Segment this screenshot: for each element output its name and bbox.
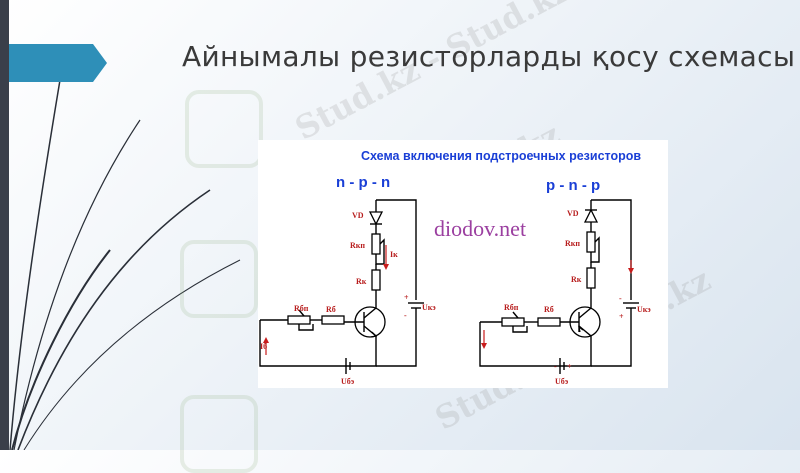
pnp-minus-be: - bbox=[554, 362, 557, 371]
title-tab-arrow bbox=[93, 44, 107, 82]
npn-rk-label: Rк bbox=[356, 277, 367, 286]
pnp-rb-label: Rб bbox=[544, 305, 554, 314]
pnp-label: p - n - p bbox=[546, 177, 600, 194]
diagram-title: Схема включения подстроечных резисторов bbox=[361, 149, 641, 163]
watermark-logo bbox=[180, 395, 258, 473]
pnp-rbp-label: Rбп bbox=[504, 303, 519, 312]
pnp-circuit: VD Rкп Rк Rбп Rб Uкэ Uбэ - + - + bbox=[479, 199, 651, 386]
npn-minus: - bbox=[404, 311, 407, 320]
npn-rbp-label: Rбп bbox=[294, 304, 309, 313]
npn-ik-label: Iк bbox=[390, 250, 398, 259]
npn-ube-label: Uбэ bbox=[341, 377, 355, 386]
npn-uke-label: Uкэ bbox=[422, 303, 436, 312]
pnp-rkp-label: Rкп bbox=[565, 239, 580, 248]
site-label: diodov.net bbox=[434, 216, 526, 241]
npn-plus: + bbox=[404, 293, 409, 302]
npn-ib-label: Iб bbox=[260, 342, 267, 351]
npn-rb-label: Rб bbox=[326, 305, 336, 314]
npn-label: n - p - n bbox=[336, 174, 390, 191]
npn-rkp-label: Rкп bbox=[350, 241, 365, 250]
pnp-plus: + bbox=[619, 312, 624, 321]
pnp-ube-label: Uбэ bbox=[555, 377, 569, 386]
npn-circuit: VD Rкп Rк Iк Rбп Rб Iб Uкэ Uбэ + - bbox=[259, 199, 436, 386]
npn-vd-label: VD bbox=[352, 211, 364, 220]
pnp-plus-be: + bbox=[567, 362, 572, 371]
pnp-minus: - bbox=[619, 294, 622, 303]
title-tab bbox=[9, 44, 93, 82]
watermark-logo bbox=[180, 240, 258, 318]
circuit-diagram: Схема включения подстроечных резисторов … bbox=[258, 140, 668, 388]
left-accent-bar bbox=[0, 0, 9, 450]
slide-title: Айнымалы резисторларды қосу схемасы bbox=[182, 40, 796, 73]
pnp-uke-label: Uкэ bbox=[637, 305, 651, 314]
watermark-logo bbox=[185, 90, 263, 168]
pnp-vd-label: VD bbox=[567, 209, 579, 218]
pnp-rk-label: Rк bbox=[571, 275, 582, 284]
